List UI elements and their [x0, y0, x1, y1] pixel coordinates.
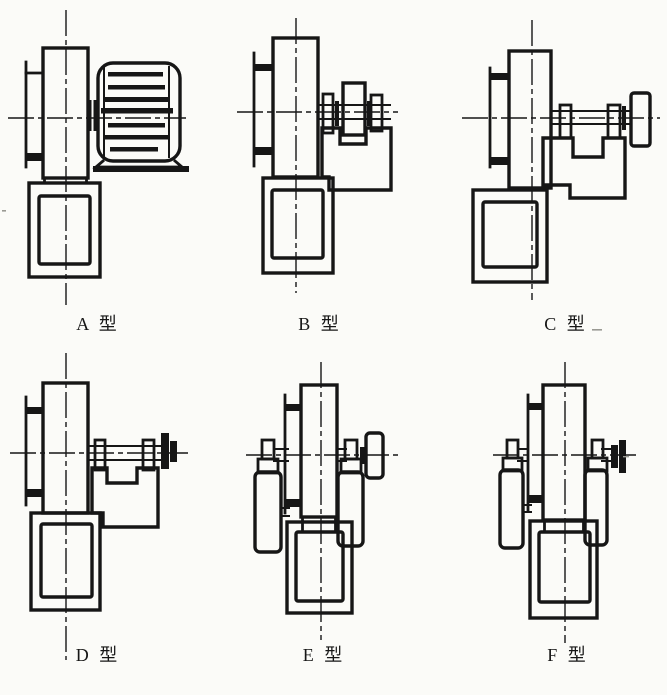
- inlet-collar: [252, 51, 273, 168]
- label-type-c: C 型: [544, 314, 588, 334]
- bearing-block: [321, 92, 335, 135]
- pulley: [629, 91, 652, 148]
- diagram-type-c: [462, 20, 660, 300]
- inlet-collar: [24, 395, 43, 507]
- outlet-box: [261, 176, 335, 275]
- diagram-type-b: [237, 18, 398, 293]
- bearing-block: [606, 103, 622, 140]
- coupling: [611, 440, 626, 473]
- diagram-type-f: [493, 362, 640, 643]
- outlet-box: [528, 519, 599, 620]
- centerlines: [246, 362, 398, 640]
- left-bearing-pedestal: [498, 468, 532, 550]
- centerlines: [10, 353, 188, 660]
- coupling: [161, 433, 177, 469]
- bearing-block: [558, 103, 573, 140]
- bearing-block: [93, 438, 107, 472]
- shaft: [87, 445, 163, 461]
- inlet-collar: [488, 66, 509, 169]
- scan-speck: [623, 456, 629, 458]
- outlet-box: [27, 181, 102, 279]
- motor-cooling-fins: [101, 72, 173, 152]
- pulley: [341, 81, 367, 137]
- bearing-block: [369, 93, 384, 133]
- fan-casing: [507, 49, 553, 190]
- scan-speck: [2, 210, 6, 212]
- left-bearing-pedestal: [253, 470, 290, 554]
- motor-foot: [92, 159, 189, 172]
- shaft: [550, 106, 632, 130]
- motor: [92, 61, 189, 172]
- bearing-block: [141, 438, 156, 472]
- inlet-collar: [24, 60, 45, 169]
- outlet-box: [285, 520, 354, 615]
- diagram-type-d: [10, 353, 188, 660]
- shaft-coupling: [87, 100, 98, 131]
- diagram-type-e: [246, 362, 398, 640]
- bearing-pedestal: [541, 136, 627, 200]
- left-bearing-block: [256, 438, 280, 475]
- label-type-e: E 型: [303, 645, 346, 665]
- inlet-collar: [283, 393, 301, 515]
- fan-casing: [299, 383, 339, 533]
- fan-casing: [541, 383, 587, 534]
- shaft: [317, 101, 391, 126]
- pulley: [364, 431, 385, 480]
- right-bearing-block: [586, 438, 609, 473]
- outlet-box: [29, 511, 102, 612]
- label-type-a: A 型: [76, 314, 120, 334]
- diagram-type-a: [8, 10, 189, 305]
- inlet-collar: [526, 393, 543, 512]
- label-type-b: B 型: [298, 314, 342, 334]
- bearing-pedestal: [90, 466, 160, 529]
- label-type-f: F 型: [547, 645, 589, 665]
- label-type-d: D 型: [76, 645, 121, 665]
- scan-speck: [592, 329, 602, 331]
- outlet-box: [471, 188, 549, 284]
- right-bearing-block: [339, 438, 363, 475]
